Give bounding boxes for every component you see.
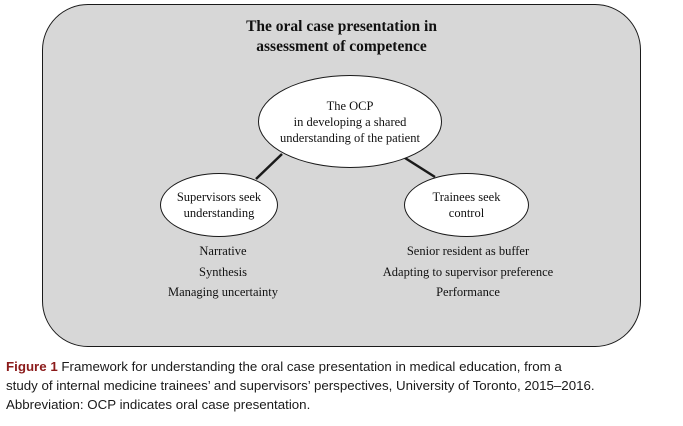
- supervisors-node-line-1: Supervisors seek: [176, 190, 262, 204]
- supervisors-theme-item: Synthesis: [199, 264, 247, 279]
- supervisors-node: Supervisors seek understanding: [160, 173, 278, 237]
- caption-line-2: study of internal medicine trainees’ and…: [6, 378, 595, 393]
- diagram-title-line-2: assessment of competence: [256, 38, 427, 55]
- caption-line-3: Abbreviation: OCP indicates oral case pr…: [6, 397, 311, 412]
- center-node-line-1: The OCP: [326, 98, 374, 113]
- trainees-node: Trainees seek control: [404, 173, 529, 237]
- ocp-center-node: The OCP in developing a shared understan…: [258, 75, 442, 168]
- center-node-line-2: in developing a shared: [293, 114, 407, 129]
- caption-line-1-text: Framework for understanding the oral cas…: [57, 359, 562, 374]
- figure-caption: Figure 1 Framework for understanding the…: [6, 357, 682, 414]
- caption-line-1: Figure 1 Framework for understanding the…: [6, 357, 682, 376]
- trainees-node-line-2: control: [448, 206, 485, 220]
- supervisors-themes-list: Narrative Synthesis Managing uncertainty: [118, 241, 328, 303]
- trainees-node-line-1: Trainees seek: [432, 190, 501, 204]
- trainees-themes-list: Senior resident as buffer Adapting to su…: [358, 241, 578, 303]
- trainees-theme-item: Adapting to supervisor preference: [382, 264, 554, 279]
- trainees-theme-item: Senior resident as buffer: [406, 244, 530, 258]
- figure-label: Figure 1: [6, 359, 58, 374]
- diagram-frame: [42, 4, 641, 347]
- center-node-line-3: understanding of the patient: [280, 130, 420, 145]
- connector-center-to-right: [404, 156, 436, 179]
- supervisors-theme-item: Managing uncertainty: [167, 285, 279, 299]
- trainees-theme-item: Performance: [436, 285, 500, 299]
- diagram-title-line-1: The oral case presentation in: [246, 18, 437, 35]
- diagram-title: The oral case presentation in assessment…: [42, 17, 641, 57]
- connector-center-to-left: [255, 153, 283, 180]
- supervisors-theme-item: Narrative: [199, 244, 247, 258]
- supervisors-node-line-2: understanding: [183, 206, 255, 220]
